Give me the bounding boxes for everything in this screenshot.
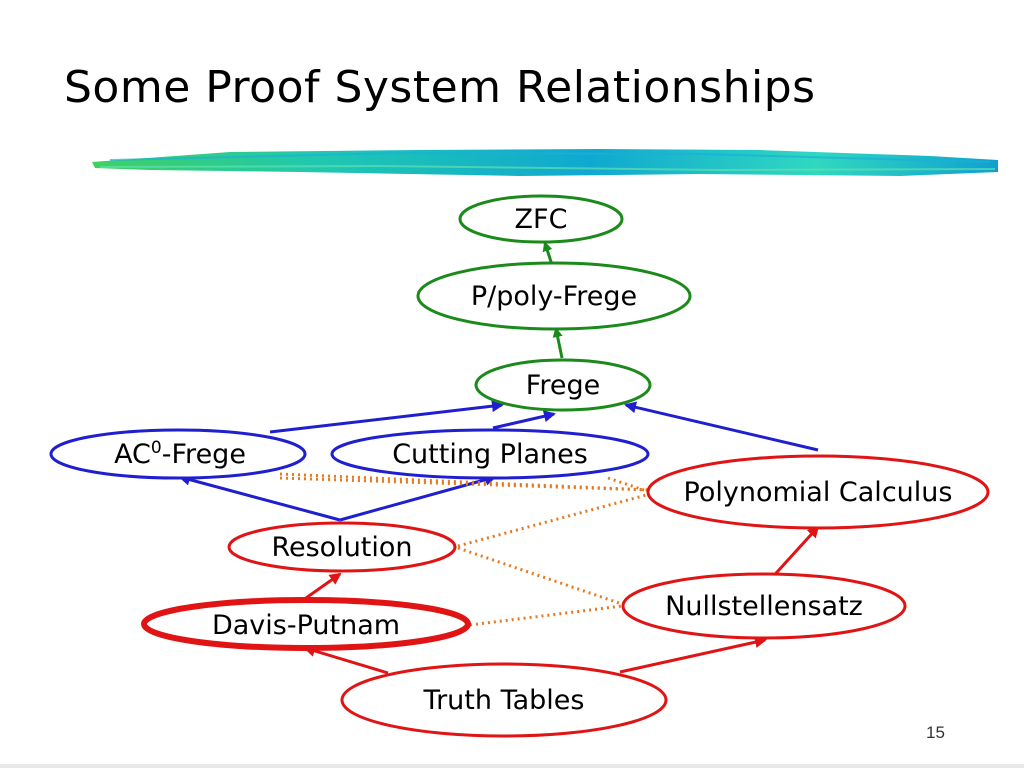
- edge-cutting-planes-to-frege: [492, 410, 556, 430]
- node-frege-label: Frege: [526, 370, 600, 401]
- node-polynomial-calculus-label: Polynomial Calculus: [684, 477, 953, 508]
- dotted-cutting-planes-to-polycalc: [607, 476, 651, 494]
- ac0-prefix: AC: [114, 439, 151, 470]
- edge-davis-putnam-to-resolution: [305, 572, 342, 600]
- page-number: 15: [926, 723, 945, 742]
- node-cutting-planes: Cutting Planes: [330, 428, 650, 480]
- node-truth-tables-label: Truth Tables: [423, 685, 585, 716]
- incomparability-edges: [279, 472, 651, 627]
- edge-frege-to-ppoly: [552, 327, 564, 359]
- node-ppoly-frege: P/poly-Frege: [416, 261, 692, 331]
- node-zfc-label: ZFC: [515, 204, 568, 235]
- node-resolution-label: Resolution: [271, 532, 412, 563]
- node-nullstellensatz: Nullstellensatz: [621, 572, 907, 640]
- dotted-davis-putnam-to-nullstellensatz: [469, 604, 623, 627]
- node-zfc: ZFC: [458, 194, 624, 244]
- edge-ac0-to-frege: [269, 400, 504, 434]
- edge-truth-tables-to-davis-putnam: [303, 645, 389, 675]
- dotted-resolution-to-polycalc: [457, 492, 651, 548]
- dotted-ac0-to-polycalc-2: [279, 476, 651, 492]
- node-truth-tables: Truth Tables: [340, 662, 668, 738]
- node-ac0-frege: AC0-Frege: [49, 428, 307, 480]
- node-nullstellensatz-label: Nullstellensatz: [665, 591, 863, 622]
- node-davis-putnam-label: Davis-Putnam: [212, 610, 400, 641]
- node-frege: Frege: [474, 358, 652, 412]
- ac0-superscript: 0: [151, 438, 162, 458]
- node-ppoly-frege-label: P/poly-Frege: [471, 281, 637, 312]
- slide-title: Some Proof System Relationships: [64, 62, 816, 113]
- dotted-resolution-to-nullstellensatz: [457, 546, 623, 606]
- edge-polycalc-to-frege: [624, 401, 819, 452]
- node-ac0-frege-label: AC0-Frege: [114, 438, 246, 470]
- edge-truth-tables-to-nullstellensatz: [619, 636, 767, 674]
- node-resolution: Resolution: [227, 521, 457, 573]
- node-cutting-planes-label: Cutting Planes: [392, 439, 588, 470]
- node-davis-putnam: Davis-Putnam: [141, 597, 471, 651]
- dotted-ac0-to-polycalc: [279, 472, 651, 492]
- edge-resolution-to-cutting-planes: [339, 473, 497, 522]
- ac0-suffix: -Frege: [162, 439, 246, 470]
- edge-resolution-to-ac0: [178, 473, 341, 522]
- bottom-rule: [0, 764, 1024, 768]
- node-polynomial-calculus: Polynomial Calculus: [646, 454, 990, 530]
- title-underline-brush: [92, 149, 998, 176]
